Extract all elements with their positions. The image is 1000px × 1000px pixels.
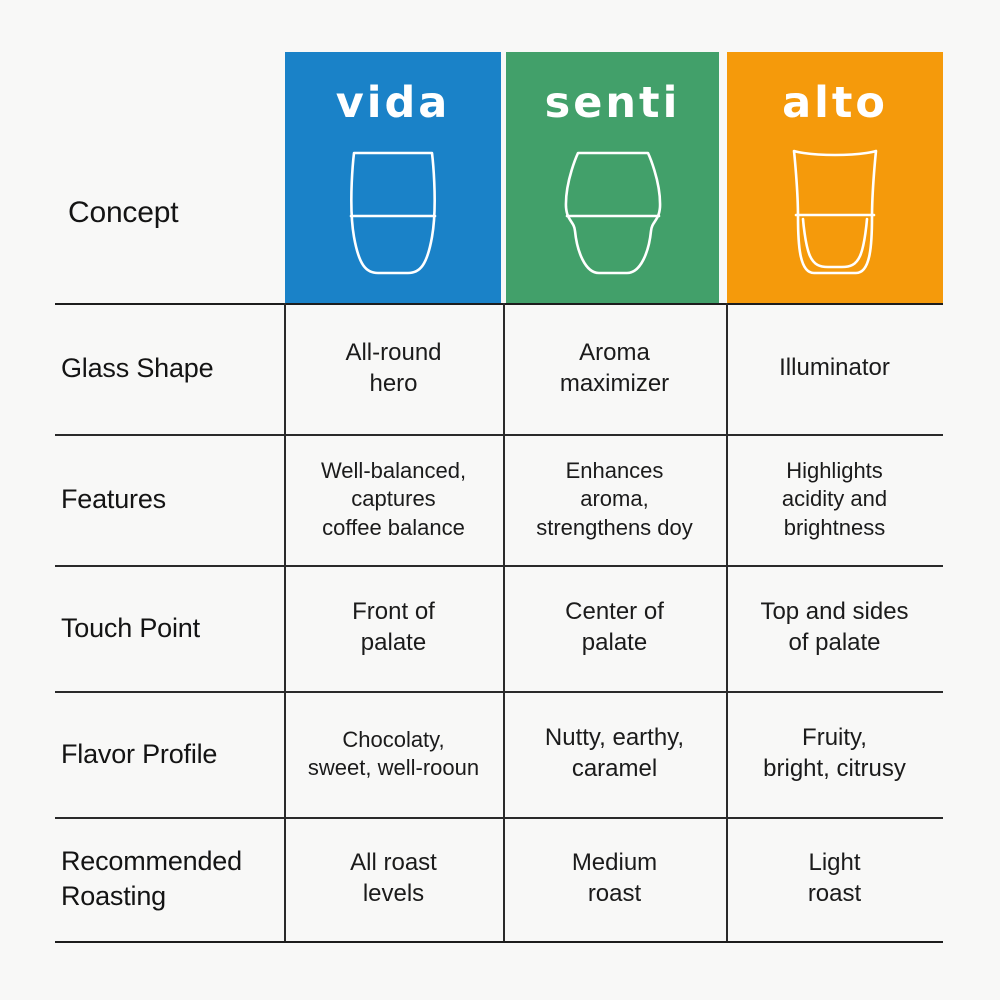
column-divider: [503, 691, 505, 817]
brand-name-alto: alto: [782, 78, 888, 128]
table-rule: [55, 691, 943, 693]
row-label-glass-shape: Glass Shape: [61, 353, 214, 384]
table-rule-top: [55, 303, 943, 305]
column-divider: [503, 303, 505, 434]
column-divider: [284, 303, 286, 434]
column-divider: [503, 817, 505, 941]
brand-name-senti: senti: [544, 78, 681, 128]
brand-panel-senti[interactable]: senti: [506, 52, 719, 303]
glass-bulbous-icon: [548, 137, 678, 287]
table-rule: [55, 565, 943, 567]
column-divider: [503, 565, 505, 691]
row-label-touch-point: Touch Point: [61, 612, 200, 643]
cell-flavor-profile-senti: Nutty, earthy,caramel: [544, 724, 685, 782]
glass-tumbler-icon: [328, 137, 458, 287]
column-divider: [726, 817, 728, 941]
row-label-flavor-profile: Flavor Profile: [61, 738, 218, 769]
column-divider: [726, 565, 728, 691]
column-divider: [503, 434, 505, 565]
table-rule-bottom: [55, 941, 943, 943]
brand-panel-alto[interactable]: alto: [727, 52, 943, 303]
cell-flavor-profile-alto: Fruity,bright, citrusy: [763, 724, 906, 782]
row-label-concept: Concept: [68, 196, 179, 229]
glass-double-wall-icon: [770, 137, 900, 287]
brand-name-vida: vida: [335, 78, 451, 128]
column-divider: [726, 303, 728, 434]
cell-flavor-profile-vida: Chocolaty,sweet, well-rooun: [307, 726, 480, 780]
row-label-features: Features: [61, 484, 166, 515]
table-row: Flavor Profile Chocolaty,sweet, well-roo…: [55, 691, 943, 817]
column-divider: [284, 691, 286, 817]
brand-panel-vida[interactable]: vida: [285, 52, 501, 303]
column-divider: [726, 434, 728, 565]
column-divider: [284, 817, 286, 941]
table-rule: [55, 434, 943, 436]
column-divider: [284, 565, 286, 691]
table-rule: [55, 817, 943, 819]
column-divider: [284, 434, 286, 565]
cell-glass-shape-alto: Illuminator: [779, 354, 890, 382]
column-divider: [726, 691, 728, 817]
